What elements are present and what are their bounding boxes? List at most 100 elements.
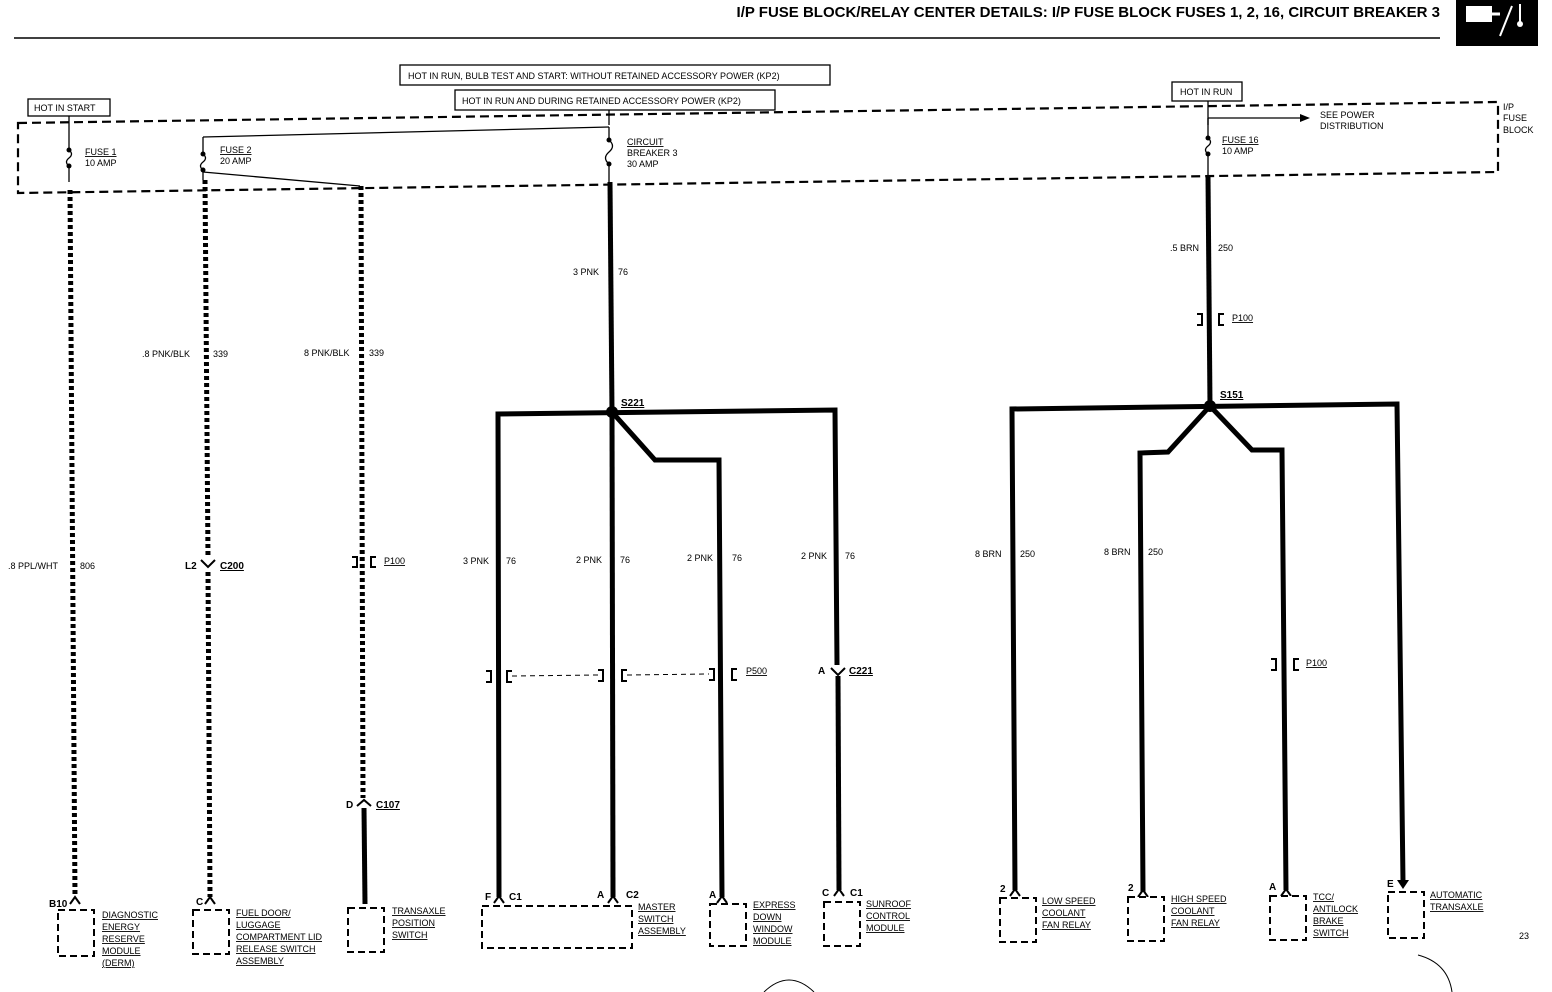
fuse-16: FUSE 16 10 AMP xyxy=(1204,118,1259,176)
decorative-arc xyxy=(1417,954,1453,992)
svg-text:F: F xyxy=(485,892,491,903)
svg-text:COOLANT: COOLANT xyxy=(1042,908,1086,918)
wire-labels-s221: 3 PNK 76 2 PNK 76 2 PNK 76 2 PNK 76 xyxy=(463,551,855,566)
svg-text:ASSEMBLY: ASSEMBLY xyxy=(638,926,686,936)
svg-text:C107: C107 xyxy=(376,800,400,811)
svg-text:DIAGNOSTIC: DIAGNOSTIC xyxy=(102,910,159,920)
svg-text:LOW SPEED: LOW SPEED xyxy=(1042,896,1096,906)
circuit-breaker-3: CIRCUIT BREAKER 3 30 AMP xyxy=(604,127,678,182)
svg-text:250: 250 xyxy=(1020,549,1035,559)
ip-fuse-block-label: I/P xyxy=(1503,102,1514,112)
page-number: 23 xyxy=(1519,931,1529,941)
svg-text:3 PNK: 3 PNK xyxy=(573,267,599,277)
svg-text:POSITION: POSITION xyxy=(392,918,435,928)
svg-text:CIRCUIT: CIRCUIT xyxy=(627,137,664,147)
terminal-pins: B10 C F C1 A C2 A C C1 2 2 A E xyxy=(49,879,1394,910)
decorative-arc xyxy=(763,979,815,992)
component-tcc-antilock-brake-switch: TCC/ ANTILOCK BRAKE SWITCH xyxy=(1269,892,1358,941)
arrow-icon xyxy=(1300,114,1310,122)
note-hot-in-run-bulb-test: HOT IN RUN, BULB TEST AND START: WITHOUT… xyxy=(399,64,831,86)
svg-text:.8 PPL/WHT: .8 PPL/WHT xyxy=(8,561,59,571)
svg-text:COMPARTMENT LID: COMPARTMENT LID xyxy=(236,932,323,942)
section-icon xyxy=(1456,0,1538,46)
ip-fuse-block-outline xyxy=(16,100,1500,195)
svg-text:A: A xyxy=(1269,882,1276,893)
svg-text:DOWN: DOWN xyxy=(753,912,782,922)
svg-text:TRANSAXLE: TRANSAXLE xyxy=(392,906,446,916)
svg-text:2 PNK: 2 PNK xyxy=(576,555,602,565)
svg-text:SWITCH: SWITCH xyxy=(1313,928,1349,938)
component-automatic-transaxle: AUTOMATIC TRANSAXLE xyxy=(1387,890,1484,939)
svg-text:MODULE: MODULE xyxy=(866,923,905,933)
svg-text:WINDOW: WINDOW xyxy=(753,924,793,934)
svg-text:76: 76 xyxy=(618,267,628,277)
svg-text:FAN RELAY: FAN RELAY xyxy=(1171,918,1220,928)
svg-text:.5 BRN: .5 BRN xyxy=(1170,243,1199,253)
svg-text:BRAKE: BRAKE xyxy=(1313,916,1344,926)
svg-text:250: 250 xyxy=(1148,547,1163,557)
svg-text:C: C xyxy=(196,897,203,908)
svg-text:ENERGY: ENERGY xyxy=(102,922,140,932)
connector-c200: L2 C200 xyxy=(185,559,244,572)
connector-p500: P500 xyxy=(486,666,767,683)
svg-text:FUSE 16: FUSE 16 xyxy=(1222,135,1259,145)
wire-76-trunk: 3 PNK 76 xyxy=(573,181,628,413)
svg-text:10 AMP: 10 AMP xyxy=(1222,146,1254,156)
note-hot-in-run-retained: HOT IN RUN AND DURING RETAINED ACCESSORY… xyxy=(454,89,776,111)
svg-text:COOLANT: COOLANT xyxy=(1171,906,1215,916)
svg-text:FAN RELAY: FAN RELAY xyxy=(1042,920,1091,930)
svg-text:TRANSAXLE: TRANSAXLE xyxy=(1430,902,1484,912)
wire-806: .8 PPL/WHT 806 xyxy=(8,189,95,898)
svg-text:BREAKER 3: BREAKER 3 xyxy=(627,148,678,158)
svg-text:MASTER: MASTER xyxy=(638,902,676,912)
svg-text:HOT IN START: HOT IN START xyxy=(34,103,96,113)
svg-text:FUEL DOOR/: FUEL DOOR/ xyxy=(236,908,291,918)
svg-text:SUNROOF: SUNROOF xyxy=(866,899,912,909)
svg-text:HOT IN RUN AND DURING RETAINED: HOT IN RUN AND DURING RETAINED ACCESSORY… xyxy=(462,96,741,106)
wire-labels-s151: 8 BRN 250 8 BRN 250 xyxy=(975,547,1163,559)
wire-339-transaxle: 8 PNK/BLK 339 xyxy=(304,185,384,905)
svg-text:ANTILOCK: ANTILOCK xyxy=(1313,904,1358,914)
connector-p100-c: P100 xyxy=(1271,658,1327,671)
svg-text:2 PNK: 2 PNK xyxy=(687,553,713,563)
svg-text:SWITCH: SWITCH xyxy=(638,914,674,924)
svg-text:EXPRESS: EXPRESS xyxy=(753,900,796,910)
svg-text:806: 806 xyxy=(80,561,95,571)
svg-text:(DERM): (DERM) xyxy=(102,958,135,968)
connector-c221: A C221 xyxy=(818,666,873,677)
svg-text:AUTOMATIC: AUTOMATIC xyxy=(1430,890,1483,900)
svg-text:20 AMP: 20 AMP xyxy=(220,156,252,166)
svg-text:C200: C200 xyxy=(220,561,244,572)
connector-p100-a: P100 xyxy=(352,556,405,568)
component-high-speed-coolant-fan-relay: HIGH SPEED COOLANT FAN RELAY xyxy=(1127,894,1227,942)
svg-text:A: A xyxy=(709,890,716,901)
see-power-distribution: SEE POWER xyxy=(1320,110,1375,120)
component-sunroof-control-module: SUNROOF CONTROL MODULE xyxy=(823,899,912,947)
svg-text:8 PNK/BLK: 8 PNK/BLK xyxy=(304,348,350,358)
svg-text:C1: C1 xyxy=(850,888,863,899)
wire-339-fuel-door: .8 PNK/BLK 339 xyxy=(142,179,228,898)
svg-text:C2: C2 xyxy=(626,890,639,901)
component-derm: DIAGNOSTIC ENERGY RESERVE MODULE (DERM) xyxy=(57,909,159,968)
svg-text:B10: B10 xyxy=(49,899,68,910)
component-express-down-window-module: EXPRESS DOWN WINDOW MODULE xyxy=(709,900,796,947)
svg-text:ASSEMBLY: ASSEMBLY xyxy=(236,956,284,966)
svg-text:A: A xyxy=(818,666,825,677)
svg-text:339: 339 xyxy=(369,348,384,358)
svg-text:L2: L2 xyxy=(185,561,197,572)
svg-text:C: C xyxy=(822,888,829,899)
svg-text:8 BRN: 8 BRN xyxy=(975,549,1002,559)
wire-250-trunk: .5 BRN 250 xyxy=(1170,175,1233,407)
svg-text:.8 PNK/BLK: .8 PNK/BLK xyxy=(142,349,190,359)
svg-text:BLOCK: BLOCK xyxy=(1503,125,1534,135)
svg-text:FUSE 1: FUSE 1 xyxy=(85,147,117,157)
svg-text:RELEASE SWITCH: RELEASE SWITCH xyxy=(236,944,316,954)
svg-text:SWITCH: SWITCH xyxy=(392,930,428,940)
svg-text:76: 76 xyxy=(732,553,742,563)
svg-text:TCC/: TCC/ xyxy=(1313,892,1334,902)
svg-text:250: 250 xyxy=(1218,243,1233,253)
svg-text:FUSE: FUSE xyxy=(1503,113,1527,123)
svg-text:P100: P100 xyxy=(1306,658,1327,668)
svg-text:2 PNK: 2 PNK xyxy=(801,551,827,561)
